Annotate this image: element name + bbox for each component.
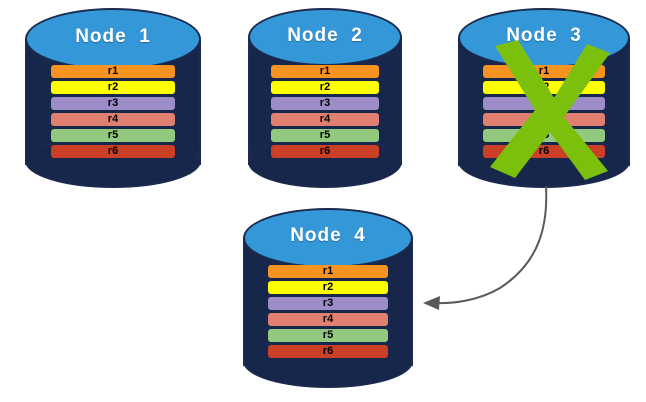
node-4-rows: r1 r2 r3 r4 r5 r6 [268, 265, 388, 358]
node-1-rows: r1 r2 r3 r4 r5 r6 [51, 65, 175, 158]
node-4-row-r4[interactable]: r4 [268, 313, 388, 326]
node-2-cylinder-bottom [248, 136, 402, 188]
node-4-row-r1[interactable]: r1 [268, 265, 388, 278]
node-4-row-r5[interactable]: r5 [268, 329, 388, 342]
node-2-row-r5[interactable]: r5 [271, 129, 379, 142]
node-1-label: Node 1 [75, 26, 151, 47]
node-1-row-r6[interactable]: r6 [51, 145, 175, 158]
node-2-row-r3[interactable]: r3 [271, 97, 379, 110]
node-4-row-r2[interactable]: r2 [268, 281, 388, 294]
node-4-label: Node 4 [290, 225, 366, 246]
node-1-row-r5[interactable]: r5 [51, 129, 175, 142]
node-2-row-r4[interactable]: r4 [271, 113, 379, 126]
node-1-row-r4[interactable]: r4 [51, 113, 175, 126]
node-4-row-r6[interactable]: r6 [268, 345, 388, 358]
node-1-row-r1[interactable]: r1 [51, 65, 175, 78]
node-2-row-r2[interactable]: r2 [271, 81, 379, 94]
node-4-row-r3[interactable]: r3 [268, 297, 388, 310]
node-2-label: Node 2 [287, 25, 363, 46]
node-2-row-r1[interactable]: r1 [271, 65, 379, 78]
node-1-row-r2[interactable]: r2 [51, 81, 175, 94]
node-2[interactable]: Node 2 r1 r2 r3 r4 r5 r6 [248, 8, 402, 188]
node-4[interactable]: Node 4 r1 r2 r3 r4 r5 r6 [243, 208, 413, 388]
node-1[interactable]: Node 1 r1 r2 r3 r4 r5 r6 [25, 8, 201, 188]
node-2-rows: r1 r2 r3 r4 r5 r6 [271, 65, 379, 158]
node-1-row-r3[interactable]: r3 [51, 97, 175, 110]
node-2-row-r6[interactable]: r6 [271, 145, 379, 158]
node-4-cylinder-top [243, 208, 413, 268]
